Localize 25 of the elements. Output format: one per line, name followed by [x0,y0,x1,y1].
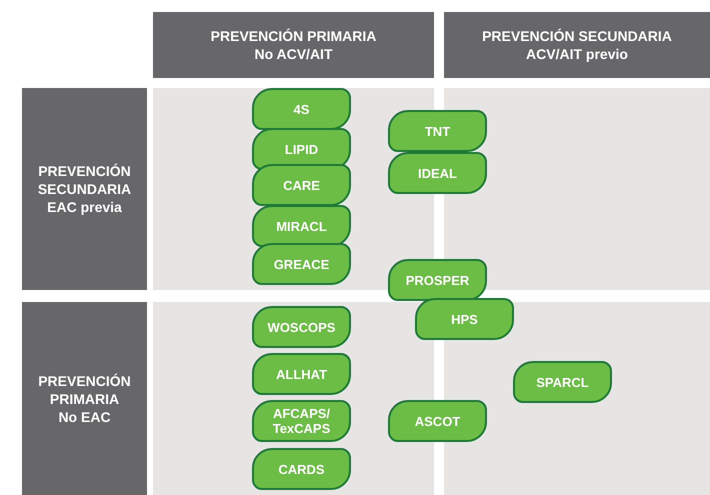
row-header [22,88,147,290]
study-label: 4S [252,88,351,130]
column-header [444,12,710,78]
header-text: PREVENCIÓN PRIMARIA [37,372,132,408]
study-label: TNT [388,110,487,152]
study-label: CARE [252,164,351,206]
column-header [153,12,434,78]
header-text: PREVENCIÓN SECUNDARIA [36,162,132,198]
study-label: ALLHAT [252,353,351,395]
study-label: PROSPER [388,259,487,301]
header-text: ACV/AIT previo [526,45,628,63]
header-text: No ACV/AIT [254,45,333,63]
header-text: EAC previa [47,198,122,216]
header-text: PREVENCIÓN PRIMARIA [210,27,376,45]
header-text: PREVENCIÓN SECUNDARIA [482,27,672,45]
study-label: CARDS [252,448,351,490]
study-label: ASCOT [388,400,487,442]
header-text: No EAC [58,408,111,426]
study-label: WOSCOPS [252,306,351,348]
row-header [22,302,147,495]
study-label: SPARCL [513,361,612,403]
study-label: IDEAL [388,152,487,194]
study-label: AFCAPS/ TexCAPS [252,400,351,442]
study-label: HPS [415,298,514,340]
study-label: GREACE [252,243,351,285]
